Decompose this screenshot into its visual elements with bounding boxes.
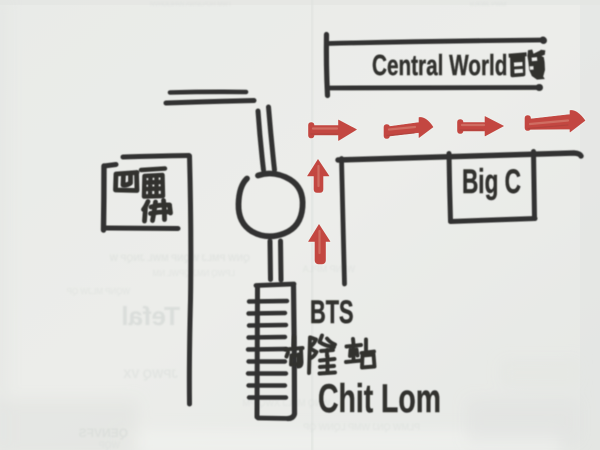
- svg-text:WNQ MPLJ XWQ PM: WNQ MPLJ XWQ PM: [243, 398, 331, 408]
- svg-text:Central World: Central World: [372, 50, 507, 82]
- svg-text:QNW PMLJ WQNP MWL JNQP W: QNW PMLJ WQNP MWL JNQP W: [109, 253, 250, 263]
- svg-text:WQNP MLJW QP: WQNP MLJW QP: [67, 287, 130, 296]
- svg-text:JPWQ VX: JPWQ VX: [123, 367, 178, 381]
- svg-text:WJNP MPLA: WJNP MPLA: [303, 264, 355, 274]
- svg-text:BJKWL PWM: BJKWL PWM: [470, 2, 506, 8]
- svg-text:Tefal: Tefal: [121, 301, 180, 331]
- svg-text:Chit Lom: Chit Lom: [318, 377, 441, 421]
- svg-text:QENVFS: QENVFS: [79, 426, 128, 440]
- svg-text:PLMW QNJ WMP LQNW QP: PLMW QNJ WMP LQNW QP: [303, 422, 420, 432]
- svg-text:NVHOLIPAN AWNLPOH MWT: NVHOLIPAN AWNLPOH MWT: [150, 2, 232, 8]
- svg-text:WQP: WQP: [99, 440, 121, 450]
- svg-text:BTS: BTS: [310, 294, 354, 330]
- svg-text:Big C: Big C: [462, 163, 521, 201]
- svg-text:LPWQ NMJ QPWL NM: LPWQ NMJ QPWL NM: [152, 269, 235, 278]
